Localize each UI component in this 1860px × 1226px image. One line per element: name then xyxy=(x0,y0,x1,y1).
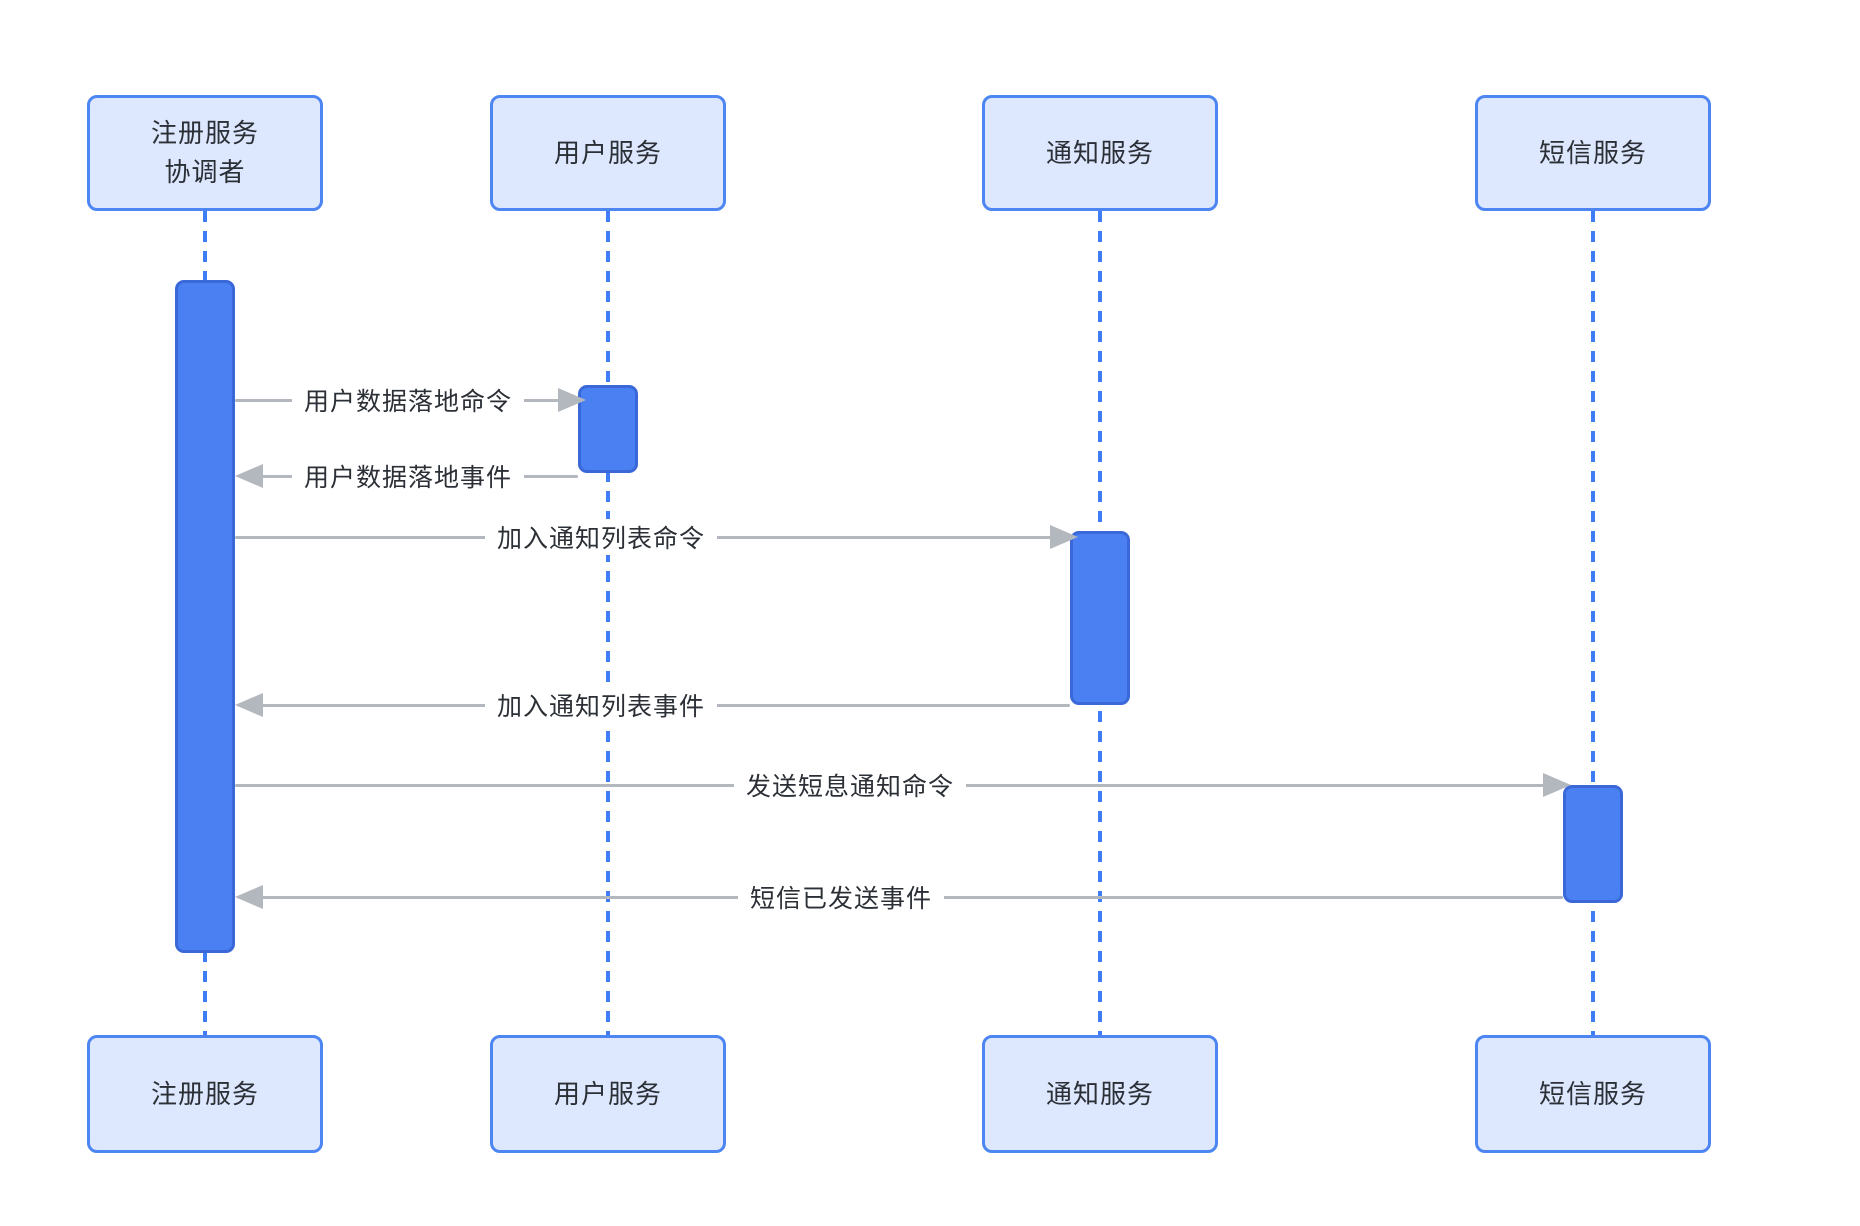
actor-label: 注册服务 协调者 xyxy=(151,114,259,192)
actor-label: 短信服务 xyxy=(1539,134,1647,173)
actor-top-box-sms-service: 短信服务 xyxy=(1475,95,1711,211)
message-label: 加入通知列表命令 xyxy=(484,519,718,555)
actor-label: 通知服务 xyxy=(1046,1075,1154,1114)
actor-label: 通知服务 xyxy=(1046,134,1154,173)
actor-top-box-user-service: 用户服务 xyxy=(490,95,726,211)
arrowhead-left xyxy=(235,885,263,909)
lifeline-user-service xyxy=(606,211,610,1035)
message-label: 短信已发送事件 xyxy=(737,879,945,915)
message-label: 用户数据落地事件 xyxy=(291,458,525,494)
message-user-data-persist-command: 用户数据落地命令 xyxy=(235,380,586,420)
message-sms-sent-event: 短信已发送事件 xyxy=(235,877,1563,917)
actor-label-line: 短信服务 xyxy=(1538,137,1647,168)
actor-label-line: 协调者 xyxy=(164,157,246,187)
actor-top-box-registration-coordinator: 注册服务 协调者 xyxy=(87,95,323,211)
activation-bar-registration-coordinator xyxy=(175,280,235,953)
actor-label-line: 通知服务 xyxy=(1045,1078,1154,1109)
activation-bar-sms-service xyxy=(1563,785,1623,903)
actor-label-line: 用户服务 xyxy=(553,1078,662,1109)
actor-bottom-box-user-service: 用户服务 xyxy=(490,1035,726,1153)
activation-bar-user-service xyxy=(578,385,638,473)
actor-label-line: 注册服务 xyxy=(150,1078,259,1109)
actor-label-line: 注册服务 xyxy=(150,118,259,148)
actor-label: 短信服务 xyxy=(1539,1075,1647,1114)
message-label: 加入通知列表事件 xyxy=(484,687,718,723)
arrowhead-right xyxy=(1050,525,1078,549)
actor-label-line: 短信服务 xyxy=(1538,1078,1647,1109)
actor-label-line: 通知服务 xyxy=(1045,137,1154,168)
activation-bar-notification-service xyxy=(1070,531,1130,705)
arrowhead-right xyxy=(558,388,586,412)
message-send-sms-notify-command: 发送短息通知命令 xyxy=(235,765,1571,805)
arrowhead-left xyxy=(235,693,263,717)
arrowhead-left xyxy=(235,464,263,488)
actor-label: 注册服务 xyxy=(151,1075,259,1114)
arrowhead-right xyxy=(1543,773,1571,797)
actor-bottom-box-sms-service: 短信服务 xyxy=(1475,1035,1711,1153)
lifeline-sms-service xyxy=(1591,211,1595,1035)
message-label: 发送短息通知命令 xyxy=(733,767,967,803)
actor-label-line: 用户服务 xyxy=(553,137,662,168)
actor-label: 用户服务 xyxy=(554,1075,662,1114)
actor-bottom-box-notification-service: 通知服务 xyxy=(982,1035,1218,1153)
actor-bottom-box-registration-service: 注册服务 xyxy=(87,1035,323,1153)
message-join-notify-list-event: 加入通知列表事件 xyxy=(235,685,1070,725)
message-label: 用户数据落地命令 xyxy=(291,382,525,418)
message-join-notify-list-command: 加入通知列表命令 xyxy=(235,517,1078,557)
message-user-data-persist-event: 用户数据落地事件 xyxy=(235,456,578,496)
actor-top-box-notification-service: 通知服务 xyxy=(982,95,1218,211)
actor-label: 用户服务 xyxy=(554,134,662,173)
